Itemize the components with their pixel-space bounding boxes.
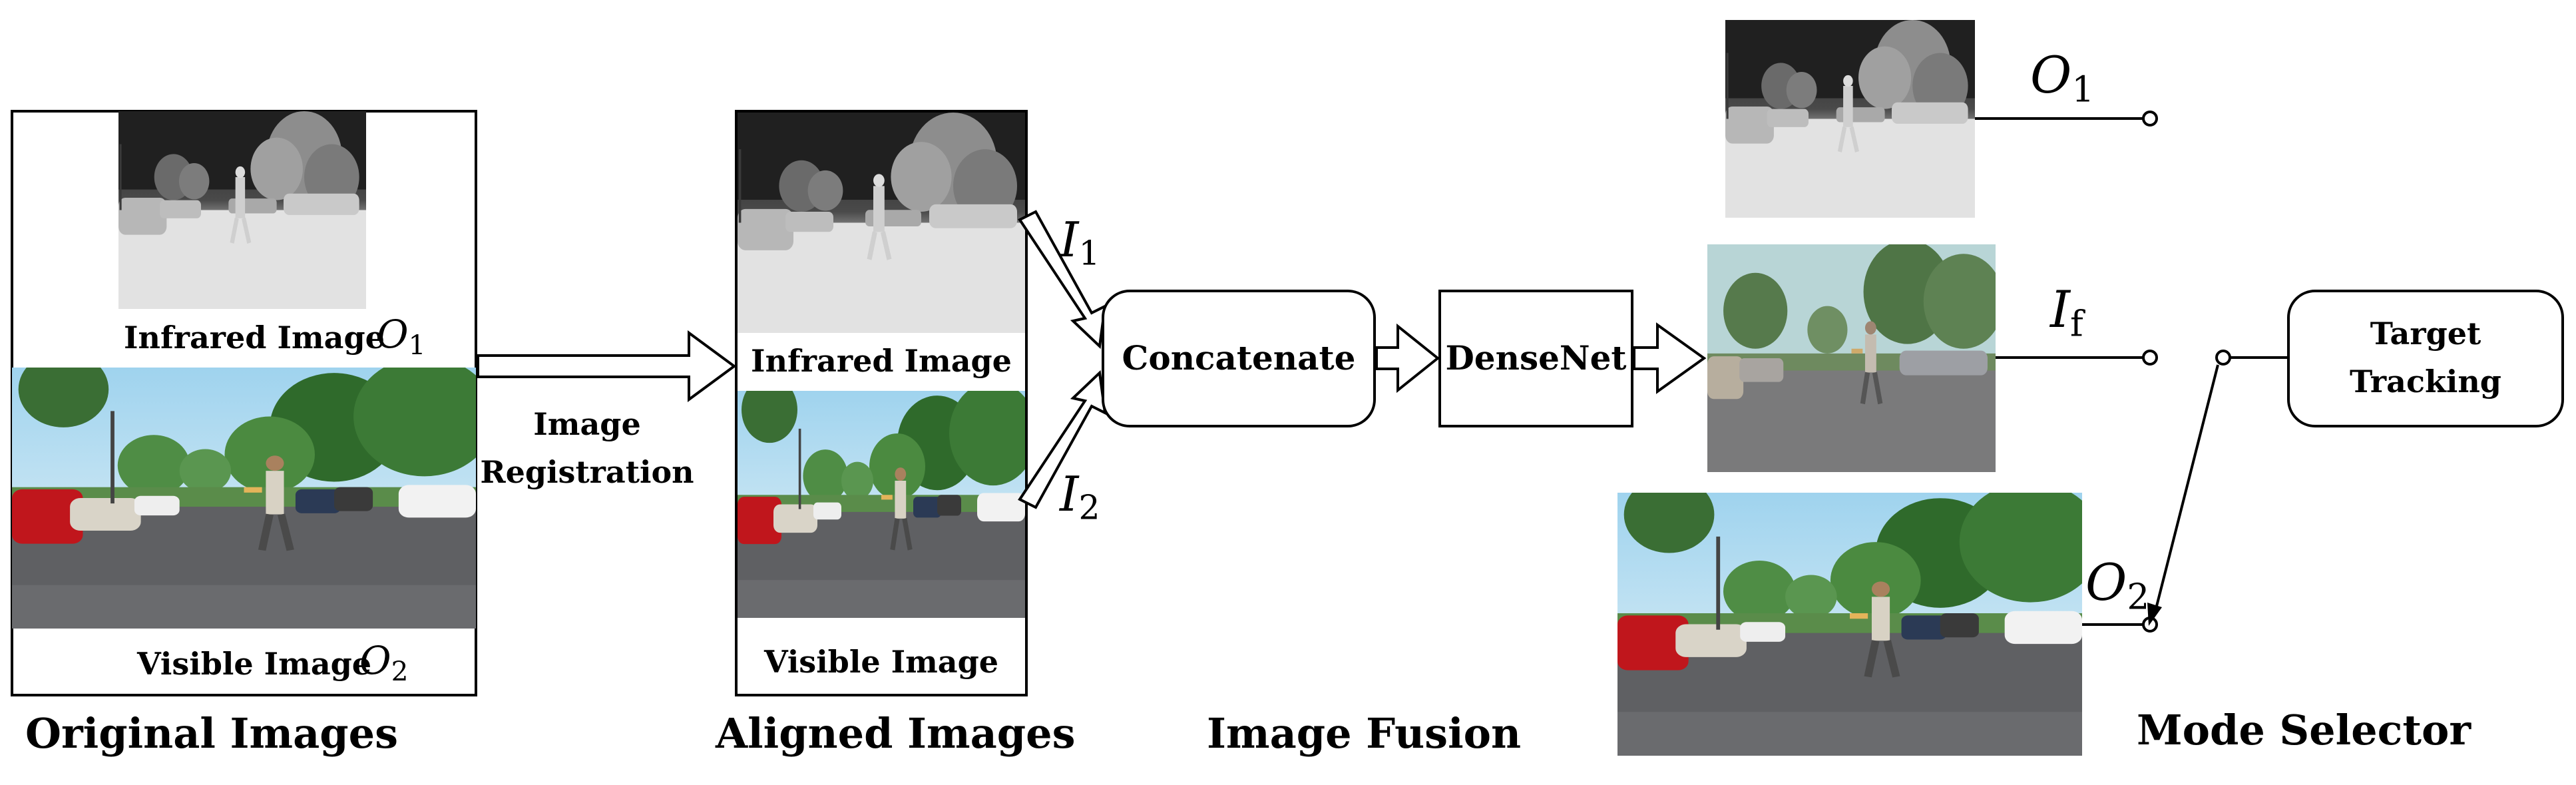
target-tracking-label-line1: Target: [2370, 316, 2481, 352]
densenet-label: DenseNet: [1445, 338, 1627, 378]
input-i2-symbol: I2: [1060, 466, 1100, 527]
original-infrared-image: [118, 111, 366, 309]
aligned-infrared-image: [738, 113, 1025, 333]
original-infrared-symbol: O1: [377, 312, 426, 362]
input-i1-symbol: I1: [1060, 212, 1100, 273]
original-infrared-label: Infrared Image: [124, 320, 385, 356]
mode-selector-title: Mode Selector: [2137, 706, 2471, 754]
original-visible-image: [12, 352, 495, 629]
switch-pivot[interactable]: [2215, 350, 2231, 366]
fused-image: [1707, 240, 2004, 472]
original-images-title: Original Images: [25, 709, 398, 758]
original-visible-symbol: O2: [359, 638, 409, 688]
aligned-visible-label: Visible Image: [763, 644, 999, 680]
if-terminal[interactable]: [2142, 350, 2158, 366]
switch-arrowhead: [2147, 603, 2162, 626]
concatenate-box: [1102, 290, 1376, 427]
target-tracking-label-line2: Tracking: [2350, 364, 2501, 399]
registration-label-line2: Registration: [480, 454, 694, 490]
aligned-infrared-label: Infrared Image: [751, 343, 1012, 379]
densenet-box: [1438, 290, 1633, 427]
o1-output-symbol: O1: [2030, 45, 2095, 111]
o1-terminal[interactable]: [2142, 111, 2158, 127]
target-tracking-box: [2287, 290, 2564, 427]
selector-infrared-image: [1725, 20, 1975, 218]
o2-output-symbol: O2: [2085, 553, 2150, 618]
selector-visible-image: [1617, 476, 2101, 756]
image-fusion-title: Image Fusion: [1207, 709, 1522, 758]
original-visible-label: Visible Image: [137, 646, 372, 682]
registration-label-line1: Image: [533, 406, 641, 442]
aligned-images-title: Aligned Images: [716, 709, 1076, 758]
aligned-visible-image: [738, 377, 1037, 618]
switch-lever[interactable]: [2154, 364, 2219, 612]
concatenate-label: Concatenate: [1122, 338, 1356, 378]
concat-to-densenet-arrow: [1375, 323, 1440, 393]
densenet-to-fused-arrow: [1633, 322, 1707, 394]
registration-arrow: [477, 330, 737, 402]
if-output-symbol: If: [2050, 280, 2083, 345]
